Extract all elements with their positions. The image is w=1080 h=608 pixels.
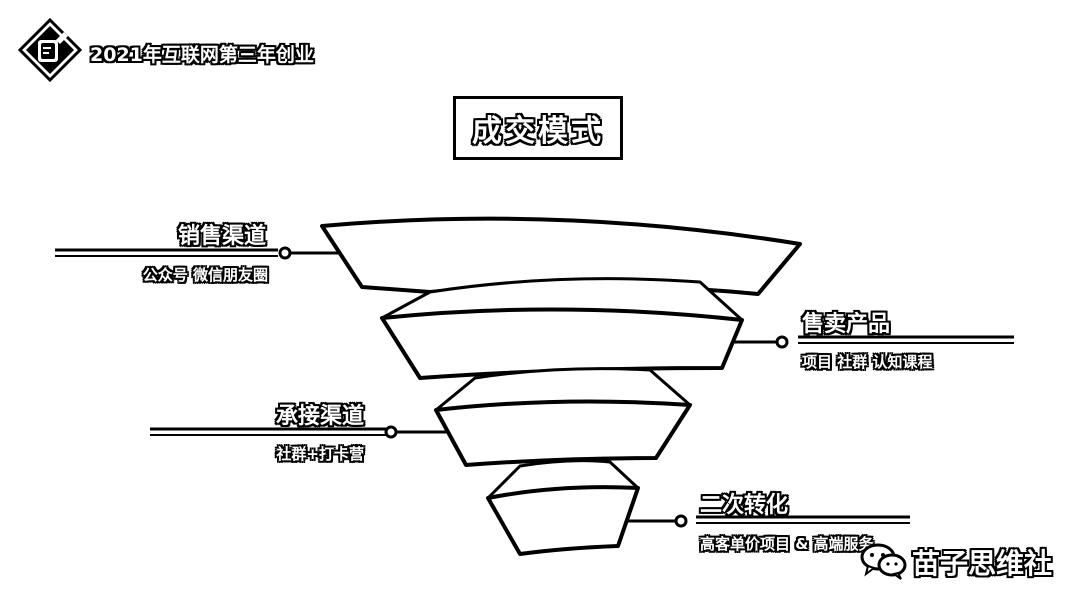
stage-4-title: 二次转化 — [700, 493, 789, 518]
main-title-box: 成交模式 — [453, 96, 623, 160]
pencil-note-icon — [18, 18, 82, 82]
main-title: 成交模式 — [472, 114, 604, 149]
stage-3-subtitle: 社群+打卡营 — [276, 445, 364, 463]
connector-dot-1 — [278, 246, 292, 260]
watermark-text: 苗子思维社 — [912, 547, 1053, 580]
connector-dot-3 — [384, 425, 398, 439]
stage-1-title: 销售渠道 — [177, 224, 266, 249]
connector-dot-4 — [674, 514, 688, 528]
funnel-tier-3 — [434, 399, 692, 467]
stage-2-title: 售卖产品 — [802, 312, 891, 337]
funnel-tier-2 — [380, 307, 744, 380]
stage-2-subtitle: 项目 社群 认知课程 — [802, 353, 933, 371]
connector-dot-2 — [775, 335, 789, 349]
header-title: 2021年互联网第三年创业 — [90, 44, 314, 66]
funnel-tier-4 — [486, 485, 640, 556]
stage-3-title: 承接渠道 — [275, 404, 364, 429]
wechat-icon — [860, 543, 907, 580]
stage-1-subtitle: 公众号 微信朋友圈 — [142, 266, 268, 284]
stage-4-subtitle: 高客单价项目 & 高端服务 — [700, 535, 874, 553]
